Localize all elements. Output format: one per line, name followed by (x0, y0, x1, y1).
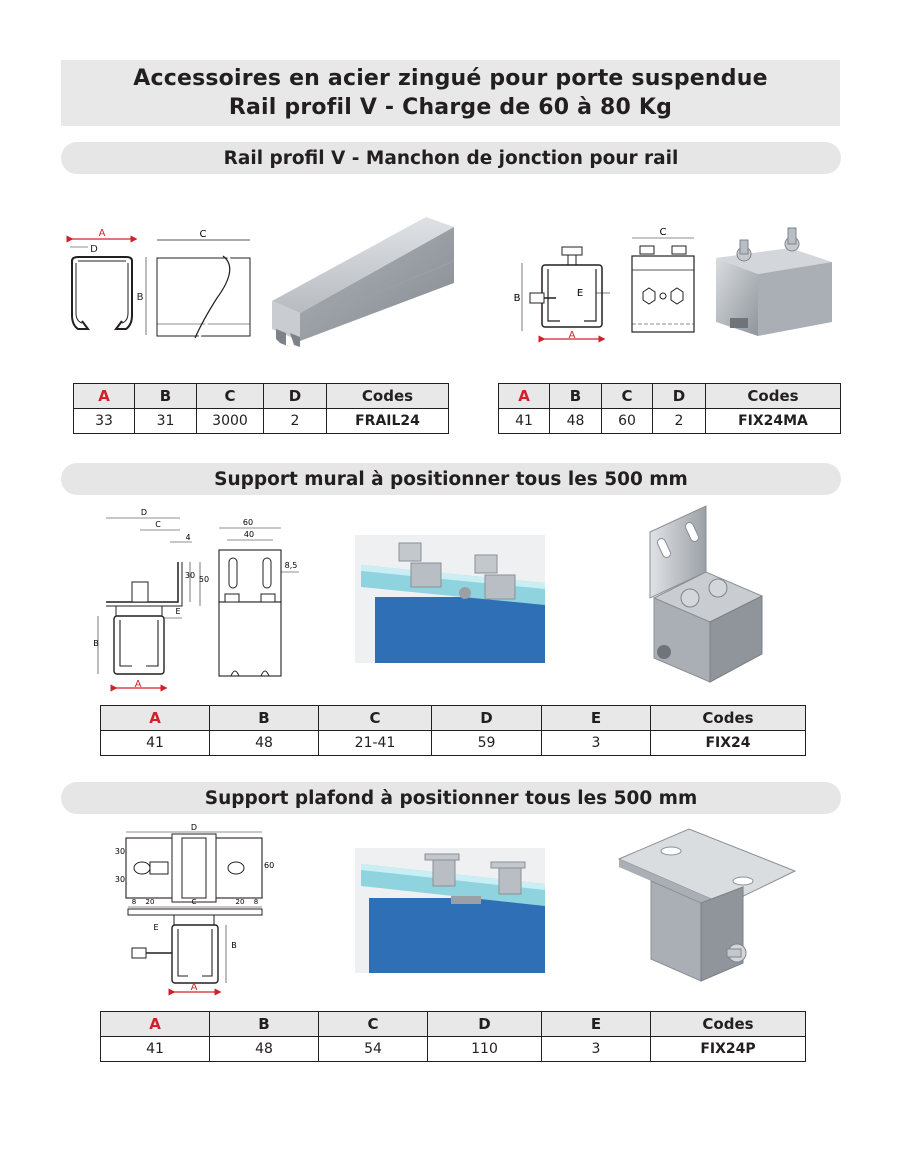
label-b: B (514, 293, 521, 304)
section-title-plafond: Support plafond à positionner tous les 5… (61, 782, 841, 814)
plafond-spec-table: A B C D E Codes 41 48 54 110 3 FIX24P (100, 1011, 806, 1062)
label-b: B (231, 941, 237, 950)
label-dim-50: 50 (199, 575, 209, 584)
page-header: Accessoires en acier zingué pour porte s… (61, 60, 840, 126)
value-a: 33 (73, 408, 135, 434)
label-a: A (191, 982, 198, 993)
value-b: 48 (209, 730, 319, 756)
header-d: D (652, 383, 706, 409)
label-dim-8a: 8 (132, 898, 136, 906)
label-a: A (135, 679, 142, 690)
label-d: D (191, 823, 197, 832)
value-e: 3 (541, 730, 651, 756)
section-title-mural: Support mural à positionner tous les 500… (61, 463, 841, 495)
label-dim-8-5: 8,5 (285, 561, 298, 570)
value-d: 2 (652, 408, 706, 434)
value-code: FIX24P (650, 1036, 806, 1062)
header-e: E (541, 1011, 651, 1037)
mural-side-drawing: 60 40 8,5 (218, 518, 299, 677)
rail-spec-table: A B C D Codes 33 31 3000 2 FRAIL24 (73, 383, 449, 434)
header-e: E (541, 705, 651, 731)
label-dim-30a: 30 (115, 847, 125, 856)
label-dim-40: 40 (244, 530, 254, 539)
mural-front-drawing: D C 4 30 50 E B A (93, 508, 209, 692)
value-d: 59 (431, 730, 542, 756)
header-c: C (196, 383, 264, 409)
page-title-line2: Rail profil V - Charge de 60 à 80 Kg (228, 95, 673, 120)
plafond-installation-photo (355, 848, 545, 973)
header-codes: Codes (326, 383, 449, 409)
value-code: FIX24 (650, 730, 806, 756)
label-e: E (577, 288, 583, 299)
header-b: B (209, 1011, 319, 1037)
rail-photo (272, 217, 455, 347)
plafond-top-drawing: D 30 30 60 (115, 823, 274, 903)
value-code: FIX24MA (705, 408, 841, 434)
label-c: C (200, 229, 207, 240)
value-c: 3000 (196, 408, 264, 434)
value-d: 110 (427, 1036, 542, 1062)
header-b: B (134, 383, 197, 409)
header-c: C (601, 383, 653, 409)
header-a: A (73, 383, 135, 409)
label-dim-60: 60 (243, 518, 253, 527)
label-d: D (90, 244, 98, 255)
label-dim-4: 4 (185, 533, 190, 542)
value-d: 2 (263, 408, 327, 434)
header-a: A (100, 1011, 210, 1037)
label-e: E (153, 923, 158, 932)
rail-profile-drawing: A D B (66, 228, 147, 335)
mural-spec-table: A B C D E Codes 41 48 21-41 59 3 FIX24 (100, 705, 806, 756)
section-title-rail: Rail profil V - Manchon de jonction pour… (61, 142, 841, 174)
header-codes: Codes (650, 705, 806, 731)
header-d: D (431, 705, 542, 731)
label-c: C (660, 227, 667, 238)
header-a: A (100, 705, 210, 731)
label-a: A (569, 330, 576, 341)
value-c: 21-41 (318, 730, 432, 756)
page-title-line1: Accessoires en acier zingué pour porte s… (133, 66, 768, 91)
label-dim-20b: 20 (236, 898, 245, 906)
header-d: D (263, 383, 327, 409)
header-b: B (549, 383, 602, 409)
manchon-photo (716, 227, 832, 336)
manchon-spec-table: A B C D Codes 41 48 60 2 FIX24MA (498, 383, 841, 434)
value-e: 3 (541, 1036, 651, 1062)
label-dim-20a: 20 (146, 898, 155, 906)
header-a: A (498, 383, 550, 409)
label-dim-30: 30 (185, 571, 195, 580)
mural-installation-photo (355, 535, 545, 663)
value-code: FRAIL24 (326, 408, 449, 434)
label-b: B (137, 292, 144, 303)
label-dim-30b: 30 (115, 875, 125, 884)
manchon-side-drawing: C (631, 227, 695, 333)
value-b: 48 (209, 1036, 319, 1062)
label-c: C (155, 520, 161, 529)
label-b: B (93, 639, 99, 648)
label-d: D (141, 508, 147, 517)
value-a: 41 (498, 408, 550, 434)
value-c: 60 (601, 408, 653, 434)
plafond-support-photo (617, 828, 797, 982)
value-b: 31 (134, 408, 197, 434)
label-c: C (192, 898, 197, 906)
header-d: D (427, 1011, 542, 1037)
label-a: A (99, 228, 106, 239)
value-c: 54 (318, 1036, 428, 1062)
value-b: 48 (549, 408, 602, 434)
label-dim-8b: 8 (254, 898, 258, 906)
mural-support-photo (649, 505, 764, 683)
header-codes: Codes (650, 1011, 806, 1037)
value-a: 41 (100, 1036, 210, 1062)
manchon-front-drawing: B E A (514, 246, 610, 343)
value-a: 41 (100, 730, 210, 756)
header-c: C (318, 1011, 428, 1037)
rail-side-drawing: C (156, 229, 251, 339)
header-c: C (318, 705, 432, 731)
header-codes: Codes (705, 383, 841, 409)
header-b: B (209, 705, 319, 731)
label-dim-60: 60 (264, 861, 274, 870)
label-e: E (175, 607, 180, 616)
plafond-front-drawing: 8 20 C 20 8 E B A (127, 898, 263, 996)
